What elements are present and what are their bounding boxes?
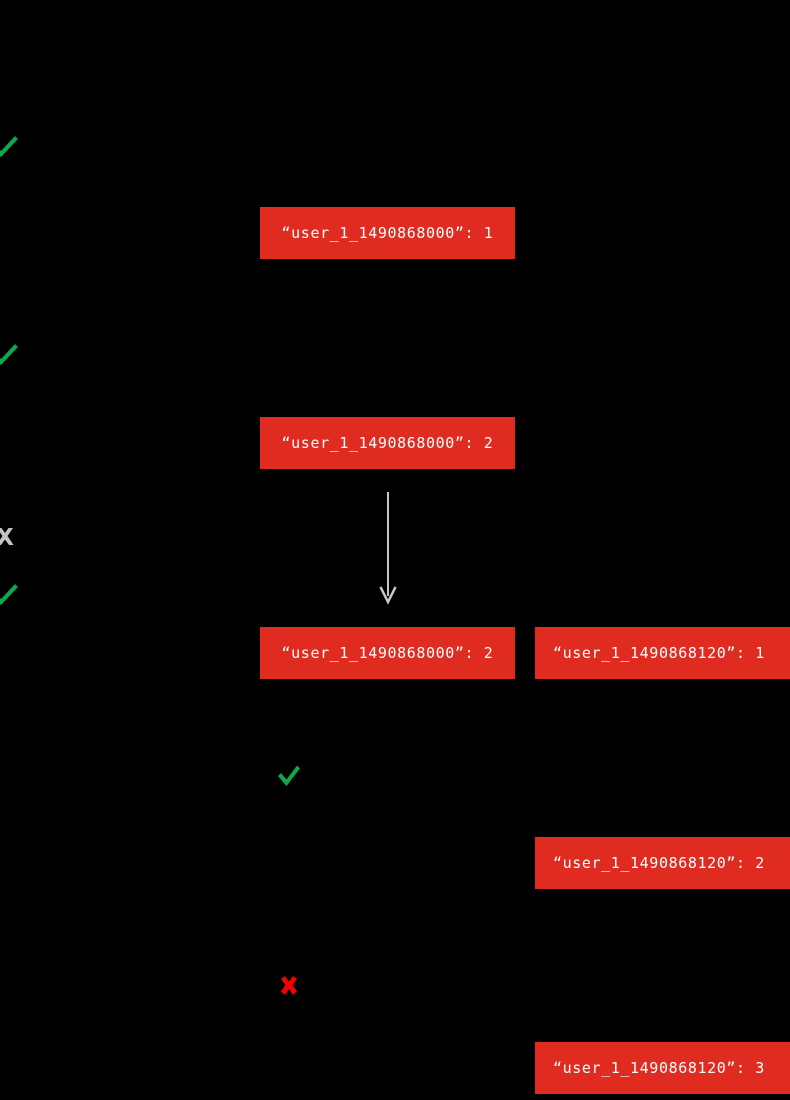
status-check-icon-3 [0, 582, 20, 608]
status-check-icon-4 [277, 763, 301, 789]
kv-box-right-1[interactable]: “user_1_1490868120”: 1 [535, 627, 790, 679]
status-check-icon-1 [0, 134, 20, 160]
kv-box-left-3[interactable]: “user_1_1490868000”: 2 [260, 627, 515, 679]
status-check-icon-2 [0, 342, 20, 368]
kv-box-left-2[interactable]: “user_1_1490868000”: 2 [260, 417, 515, 469]
kv-box-left-1[interactable]: “user_1_1490868000”: 1 [260, 207, 515, 259]
kv-box-right-3[interactable]: “user_1_1490868120”: 3 [535, 1042, 790, 1094]
flow-arrow-down-icon [378, 492, 398, 608]
status-cross-icon-failure [277, 974, 301, 1000]
kv-box-right-2[interactable]: “user_1_1490868120”: 2 [535, 837, 790, 889]
status-cross-icon-skipped [0, 525, 20, 551]
